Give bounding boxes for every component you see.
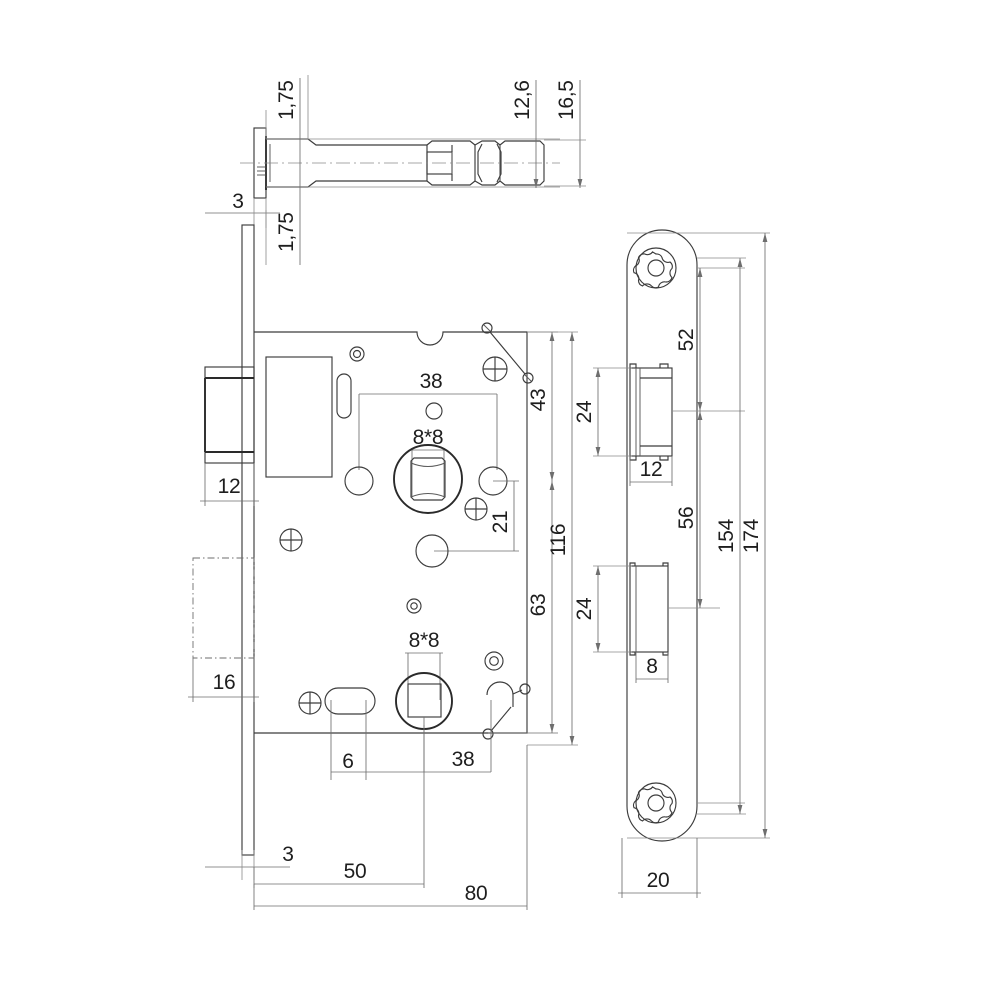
dim-label-front-6: 6	[342, 750, 353, 773]
dim-top-165: 16,5	[544, 80, 586, 188]
dim-label-front-116: 116	[547, 524, 570, 557]
dim-label-front-21: 21	[489, 511, 512, 534]
latch-bolt	[204, 356, 333, 478]
dim-label-front-38-lower: 38	[452, 748, 475, 771]
screw-top-right	[482, 356, 508, 382]
screw-mid-left	[279, 528, 303, 552]
dim-side-52: 52	[675, 268, 703, 411]
dim-top-3: 3	[205, 190, 280, 228]
dim-side-12: 12	[629, 456, 673, 486]
dead-bolt	[192, 557, 255, 659]
dim-front-50: 50	[253, 725, 425, 888]
torx-screw-bottom	[632, 782, 677, 824]
hole-mid	[415, 534, 449, 568]
front-lock-case-outline	[254, 331, 528, 734]
dim-label-side-20: 20	[647, 869, 670, 892]
dim-top-126: 12,6	[511, 80, 539, 188]
dim-label-side-12: 12	[640, 458, 663, 481]
slot-horizontal-lower	[324, 687, 376, 715]
hole-lower-right	[484, 651, 504, 671]
dim-label-front-43: 43	[527, 389, 550, 412]
dim-front-80: 80	[253, 745, 528, 910]
dim-front-63: 63	[488, 481, 558, 734]
faceplate-latch-window	[629, 363, 673, 461]
dim-label-top-126: 12,6	[511, 80, 534, 120]
handle-spindle-upper	[393, 444, 463, 514]
dim-label-front-8x8-lower: 8*8	[409, 629, 440, 652]
slot-vertical	[336, 373, 352, 419]
faceplate-outline	[626, 229, 698, 842]
dim-side-24-lower: 24	[573, 565, 632, 653]
dim-label-side-56: 56	[675, 507, 698, 530]
torx-screw-top	[632, 247, 677, 289]
dim-label-front-38-upper: 38	[420, 370, 443, 393]
dim-label-top-175-upper: 1,75	[275, 80, 298, 120]
dim-label-front-8x8-upper: 8*8	[413, 426, 444, 449]
dim-label-front-16: 16	[213, 671, 236, 694]
dim-front-3: 3	[205, 843, 294, 880]
dim-front-116: 116	[527, 331, 578, 746]
dim-front-38-upper: 38	[358, 370, 498, 470]
dim-side-154: 154	[697, 257, 746, 815]
link-arm-top	[481, 322, 534, 384]
hole-small-center	[406, 598, 422, 614]
dim-label-top-175-lower: 1,75	[275, 212, 298, 252]
dim-label-side-52: 52	[675, 329, 698, 352]
dim-label-top-3: 3	[232, 190, 243, 213]
dim-label-front-3: 3	[282, 843, 293, 866]
dim-front-8x8-lower: 8*8	[405, 629, 443, 700]
dim-front-43: 43	[527, 331, 558, 481]
dim-label-front-50: 50	[344, 860, 367, 883]
dim-top-175-upper: 1,75	[265, 75, 309, 190]
dim-top-175-lower: 1,75	[265, 190, 301, 265]
dim-label-front-80: 80	[465, 882, 488, 905]
top-view: 1,75 1,75 12,6 16,5 3	[205, 75, 586, 265]
dim-front-8x8-upper: 8*8	[409, 426, 447, 497]
hole-left-upper	[344, 466, 374, 496]
faceplate-deadbolt-window	[629, 562, 669, 656]
hole-above-spindle	[425, 402, 443, 420]
dim-front-16: 16	[188, 658, 259, 702]
dim-side-56: 56	[675, 411, 703, 608]
dim-label-front-63: 63	[527, 594, 550, 617]
dim-label-front-12: 12	[218, 475, 241, 498]
dim-front-38-lower: 38	[331, 700, 492, 773]
dim-side-174: 174	[740, 233, 768, 838]
dim-front-6: 6	[330, 700, 367, 780]
screw-mid-right	[464, 497, 488, 521]
dim-side-8: 8	[635, 652, 669, 683]
dim-label-side-154: 154	[715, 518, 738, 553]
pivot-hole-small	[349, 346, 365, 362]
front-view: 12 16	[188, 224, 578, 910]
dim-front-12: 12	[200, 463, 259, 506]
dim-label-top-165: 16,5	[555, 80, 578, 120]
dim-label-side-174: 174	[740, 518, 763, 553]
dim-side-20: 20	[618, 838, 701, 898]
dim-label-side-24-lower: 24	[573, 597, 596, 620]
side-view: 52 56 154 174 24	[573, 229, 770, 898]
dim-side-24-upper: 24	[573, 367, 632, 457]
dim-label-side-24-upper: 24	[573, 400, 596, 423]
dim-label-side-8: 8	[646, 655, 657, 678]
link-arm-lower	[482, 681, 531, 740]
front-faceplate-strip	[241, 224, 255, 856]
screw-lower-left	[298, 691, 322, 715]
